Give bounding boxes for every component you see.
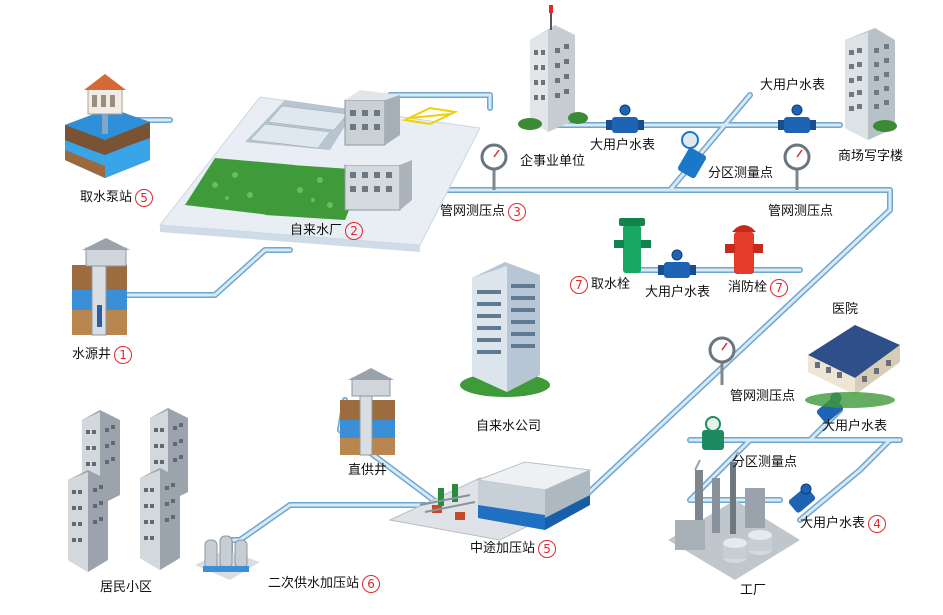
district-metering-text: 分区测量点 <box>708 166 774 181</box>
pressure-gauge-icon <box>783 143 811 190</box>
large-meter-text: 大用户水表 <box>590 138 656 153</box>
factory-text: 工厂 <box>740 583 767 598</box>
source-well-text: 水源井 <box>72 347 112 362</box>
large-meter-label: 大用户水表 4 <box>800 515 887 533</box>
water-hydrant-icon <box>614 218 651 273</box>
direct-well-icon <box>340 368 395 456</box>
water-hydrant-label: 7 取水栓 <box>570 276 630 294</box>
secondary-booster-station-icon <box>195 535 260 580</box>
residential-area-label: 居民小区 <box>100 579 152 597</box>
direct-well-label: 直供井 <box>348 462 387 480</box>
water-company-text: 自来水公司 <box>476 419 542 434</box>
pressure-point-label: 管网测压点 <box>730 388 795 406</box>
pressure-point-label: 管网测压点 <box>768 203 833 221</box>
waterworks-label: 自来水厂 2 <box>290 222 364 240</box>
commercial-office-label: 商场写字楼 <box>838 148 903 166</box>
water-meter-icon <box>788 483 816 513</box>
intake-pump-station-label: 取水泵站 5 <box>80 189 154 207</box>
enterprise-unit-label: 企事业单位 <box>520 153 585 171</box>
large-meter-label: 大用户水表 <box>760 77 825 95</box>
pressure-point-text: 管网测压点 <box>768 204 834 219</box>
large-meter-label: 大用户水表 <box>822 418 887 436</box>
midway-booster-station-icon <box>388 461 592 541</box>
pressure-gauge-icon <box>708 336 736 385</box>
residential-buildings-icon <box>68 408 188 572</box>
pressure-point-text: 管网测压点 <box>440 204 506 219</box>
number-badge: 5 <box>135 189 154 207</box>
number-badge: 6 <box>362 575 381 593</box>
hospital-label: 医院 <box>832 301 858 319</box>
hospital-building-icon <box>805 325 900 408</box>
residential-area-text: 居民小区 <box>100 580 153 595</box>
intake-pump-station-icon <box>65 74 150 178</box>
number-badge: 7 <box>570 276 588 294</box>
large-meter-text: 大用户水表 <box>645 285 711 300</box>
direct-well-text: 直供井 <box>348 463 388 478</box>
water-company-building-icon <box>460 262 550 397</box>
midway-booster-text: 中途加压站 <box>470 541 536 556</box>
flow-meter-icon <box>702 416 724 450</box>
enterprise-unit-text: 企事业单位 <box>520 154 586 169</box>
fire-hydrant-label: 消防栓 7 <box>728 279 789 297</box>
secondary-booster-text: 二次供水加压站 <box>268 576 360 591</box>
factory-label: 工厂 <box>740 582 766 600</box>
large-meter-label: 大用户水表 <box>590 137 655 155</box>
district-metering-label: 分区测量点 <box>708 165 773 183</box>
flow-meter-icon <box>677 131 707 179</box>
enterprise-tower-icon <box>518 5 588 132</box>
midway-booster-label: 中途加压站 5 <box>470 540 557 558</box>
water-meter-icon <box>658 249 696 278</box>
water-meter-icon <box>606 104 644 133</box>
source-well-icon <box>72 238 130 336</box>
water-hydrant-text: 取水栓 <box>591 277 631 292</box>
factory-icon <box>668 451 800 580</box>
hospital-text: 医院 <box>832 302 859 317</box>
fire-hydrant-icon <box>725 225 763 274</box>
intake-pump-station-text: 取水泵站 <box>80 190 133 205</box>
waterworks-plant-icon <box>159 90 481 252</box>
fire-hydrant-text: 消防栓 <box>728 280 768 295</box>
number-badge: 4 <box>868 515 887 533</box>
district-metering-label: 分区测量点 <box>732 454 797 472</box>
large-meter-text: 大用户水表 <box>760 78 826 93</box>
waterworks-text: 自来水厂 <box>290 223 343 238</box>
district-metering-text: 分区测量点 <box>732 455 798 470</box>
large-meter-text: 大用户水表 <box>822 419 888 434</box>
secondary-booster-label: 二次供水加压站 6 <box>268 575 381 593</box>
commercial-office-icon <box>845 28 897 140</box>
water-meter-icon <box>778 104 816 133</box>
number-badge: 1 <box>114 346 133 364</box>
large-meter-label: 大用户水表 <box>645 284 710 302</box>
source-well-label: 水源井 1 <box>72 346 133 364</box>
pressure-gauge-icon <box>480 143 508 190</box>
number-badge: 5 <box>538 540 557 558</box>
water-company-label: 自来水公司 <box>476 418 541 436</box>
commercial-office-text: 商场写字楼 <box>838 149 904 164</box>
number-badge: 2 <box>345 222 364 240</box>
pressure-point-text: 管网测压点 <box>730 389 796 404</box>
pressure-point-label: 管网测压点 3 <box>440 203 527 221</box>
large-meter-text: 大用户水表 <box>800 516 866 531</box>
number-badge: 7 <box>770 279 789 297</box>
number-badge: 3 <box>508 203 527 221</box>
